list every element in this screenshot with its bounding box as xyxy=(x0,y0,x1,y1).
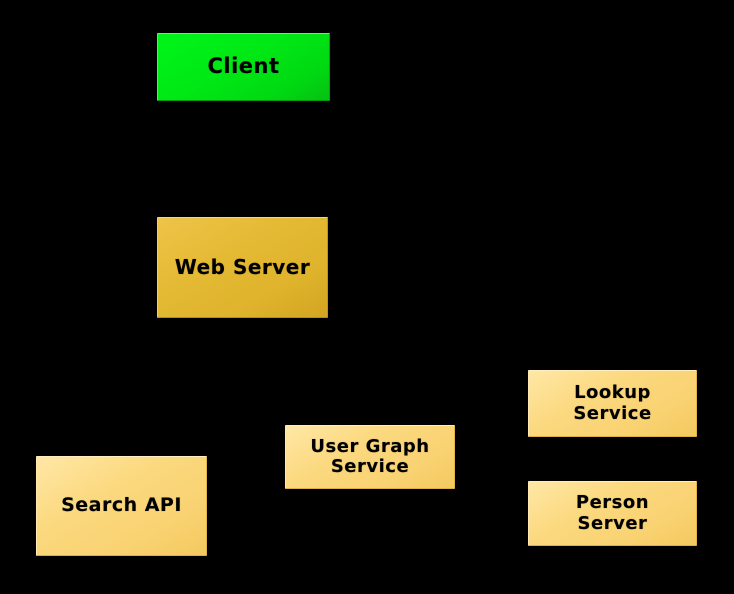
node-label-search-api: Search API xyxy=(61,494,182,517)
node-label-client: Client xyxy=(207,54,280,79)
node-web-server[interactable]: Web Server xyxy=(157,217,328,318)
node-user-graph-service[interactable]: User Graph Service xyxy=(285,425,455,489)
node-client[interactable]: Client xyxy=(157,33,330,101)
node-lookup-service[interactable]: Lookup Service xyxy=(528,370,697,437)
node-person-server[interactable]: Person Server xyxy=(528,481,697,546)
node-search-api[interactable]: Search API xyxy=(36,456,207,556)
node-label-user-graph-service: User Graph Service xyxy=(310,435,430,477)
node-label-lookup-service: Lookup Service xyxy=(573,382,652,424)
node-label-web-server: Web Server xyxy=(174,255,311,280)
node-label-person-server: Person Server xyxy=(575,492,650,534)
